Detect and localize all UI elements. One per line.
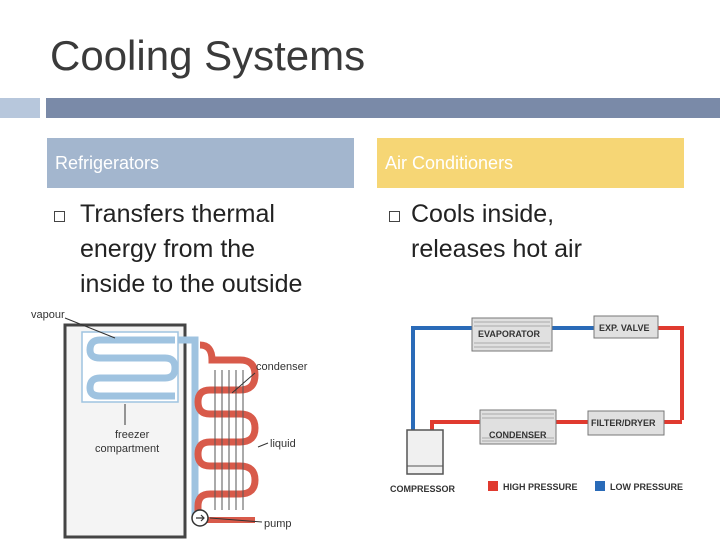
condenser-label: condenser <box>256 361 308 373</box>
bullet-line: inside to the outside <box>80 270 303 298</box>
refrigerators-heading: Refrigerators <box>47 138 354 188</box>
filter-dryer-label: FILTER/DRYER <box>591 418 656 428</box>
compressor-unit <box>406 429 444 475</box>
evaporator-unit <box>471 317 553 352</box>
title-rule-accent <box>0 98 40 118</box>
high-pressure-line <box>655 326 684 420</box>
evaporator-label: EVAPORATOR <box>478 329 541 339</box>
bullet-line: releases hot air <box>411 235 582 263</box>
high-pressure-swatch <box>488 481 498 491</box>
condenser-coil <box>194 341 259 520</box>
air-conditioners-bullet: Cools inside, releases hot air <box>411 197 582 267</box>
cold-coil <box>86 336 179 400</box>
air-conditioners-heading: Air Conditioners <box>377 138 684 188</box>
freezer-label-2: compartment <box>95 443 159 455</box>
refrigerators-bullet: Transfers thermal energy from the inside… <box>80 197 302 302</box>
bullet-line: Transfers thermal <box>80 200 275 228</box>
compressor-label: COMPRESSOR <box>390 484 456 494</box>
bullet-marker <box>54 211 65 222</box>
bullet-line: Cools inside, <box>411 200 555 228</box>
exp-valve-label: EXP. VALVE <box>599 323 650 333</box>
slide-title: Cooling Systems <box>50 32 366 79</box>
freezer-label: freezer <box>115 429 150 441</box>
vapour-pipe <box>178 336 199 520</box>
bullet-marker <box>389 211 400 222</box>
pump-label: pump <box>264 518 292 530</box>
liquid-label: liquid <box>270 438 296 450</box>
exp-valve-unit <box>593 315 659 339</box>
low-pressure-legend: LOW PRESSURE <box>610 482 683 492</box>
bullet-line: energy from the <box>80 235 256 263</box>
high-pressure-legend: HIGH PRESSURE <box>503 482 578 492</box>
vapour-label: vapour <box>31 309 65 321</box>
condenser-ac-label: CONDENSER <box>489 430 547 440</box>
title-rule-bar <box>46 98 720 118</box>
low-pressure-swatch <box>595 481 605 491</box>
filter-dryer-unit <box>587 410 665 436</box>
condenser-fins <box>214 370 244 510</box>
